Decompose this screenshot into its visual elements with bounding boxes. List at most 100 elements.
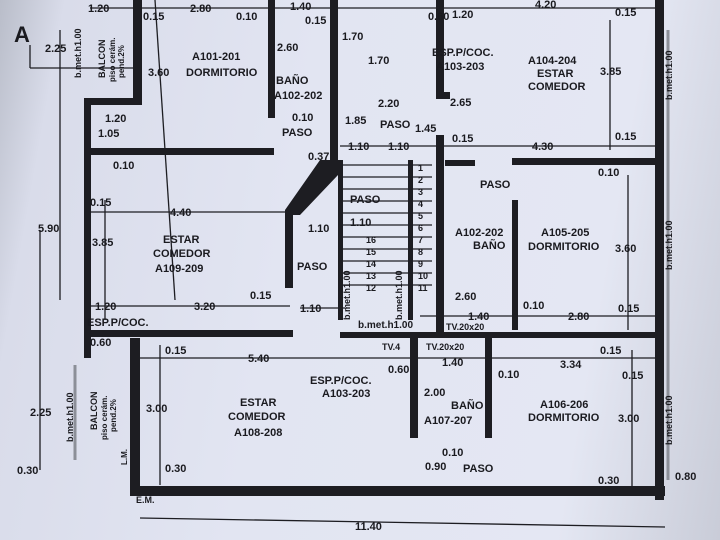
dimension: 1.10 [350, 217, 371, 229]
dimension: 1.20 [452, 9, 473, 21]
stair-step-number: 8 [418, 247, 423, 257]
room-code: A103-203 [322, 388, 370, 400]
room-name: ESP.P/COC. [432, 47, 494, 59]
note: b.met.h1.00 [664, 50, 674, 100]
room-name: COMEDOR [228, 411, 286, 423]
note: L.M. [120, 449, 129, 465]
dimension: 0.15 [305, 15, 326, 27]
dimension: 11.40 [355, 521, 382, 533]
dimension: 1.20 [95, 301, 116, 313]
room-name: ESP.P/COC. [310, 375, 372, 387]
dimension: 3.34 [560, 359, 582, 371]
room-name: PASO [480, 179, 511, 191]
north-marker: A [14, 22, 30, 47]
dimension: 3.60 [148, 67, 169, 79]
walls [84, 0, 665, 500]
stair-step-number: 14 [366, 259, 376, 269]
dimension: 0.15 [90, 197, 111, 209]
note: piso cerám. [100, 396, 109, 440]
dimension: 1.10 [300, 303, 321, 315]
note: BALCON [97, 40, 107, 79]
dimension: 1.05 [98, 128, 119, 140]
stair-step-number: 4 [418, 199, 423, 209]
room-name: COMEDOR [153, 248, 211, 260]
stair-step-number: 1 [418, 163, 423, 173]
dimension: 4.40 [170, 207, 191, 219]
dimension: 0.10 [598, 167, 619, 179]
dimension: 0.60 [388, 364, 409, 376]
dimension: 3.00 [146, 403, 167, 415]
room-name: PASO [350, 194, 381, 206]
room-code: A102-202 [274, 90, 322, 102]
dimension: 2.60 [277, 42, 298, 54]
stair-step-number: 7 [418, 235, 423, 245]
dimension: 1.40 [468, 311, 489, 323]
stair-step-number: 12 [366, 283, 376, 293]
note: E.M. [136, 495, 155, 505]
room-name: ESTAR [163, 234, 200, 246]
dimension: 1.40 [442, 357, 463, 369]
dimension: 3.85 [92, 237, 113, 249]
dimension: 1.20 [88, 3, 109, 15]
staircase [343, 164, 432, 286]
note: b.met.h1.00 [394, 270, 404, 320]
dimension: 0.15 [165, 345, 186, 357]
note: b.met.h1.00 [664, 220, 674, 270]
dimension: 3.60 [615, 243, 636, 255]
dimension: 0.10 [113, 160, 134, 172]
dimension: 2.20 [378, 98, 399, 110]
dimension: 3.85 [600, 66, 621, 78]
room-code: A109-209 [155, 263, 203, 275]
dimension: 0.15 [622, 370, 643, 382]
dimension: 0.15 [615, 131, 636, 143]
dimension: 0.90 [425, 461, 446, 473]
dimension: 2.60 [455, 291, 476, 303]
note: TV.20x20 [426, 342, 464, 352]
dimension: 2.80 [568, 311, 589, 323]
room-code: A107-207 [424, 415, 472, 427]
dimension: 0.10 [236, 11, 257, 23]
note: b.met.h1.00 [65, 392, 75, 442]
dimension: 0.10 [292, 112, 313, 124]
room-name: BAÑO [473, 239, 506, 252]
note: b.met.h1.00 [342, 270, 352, 320]
stair-step-number: 6 [418, 223, 423, 233]
dimension: 0.80 [675, 471, 696, 483]
stair-step-number: 15 [366, 247, 376, 257]
note: TV.20x20 [446, 322, 484, 332]
dimension: 0.15 [143, 11, 164, 23]
room-name: DORMITORIO [186, 67, 258, 79]
dimension: 1.40 [290, 1, 311, 13]
room-name: ESTAR [240, 397, 277, 409]
dimension: 1.10 [308, 223, 329, 235]
dimension: 0.15 [615, 7, 636, 19]
room-code: A106-206 [540, 399, 588, 411]
dimension: 4.30 [532, 141, 553, 153]
room-name: BAÑO [276, 74, 309, 87]
dimension: 2.00 [424, 387, 445, 399]
room-name: ESTAR [537, 68, 574, 80]
note: BALCON [89, 392, 99, 431]
note: pend.2% [117, 45, 126, 78]
dimension: 4.20 [535, 0, 556, 11]
stair-step-number: 10 [418, 271, 428, 281]
room-code: A103-203 [436, 61, 484, 73]
stair-step-number: 11 [418, 283, 428, 293]
dimension: 0.30 [165, 463, 186, 475]
room-code: A101-201 [192, 51, 240, 63]
room-name: PASO [380, 119, 411, 131]
dimension: 1.85 [345, 115, 366, 127]
stair-step-number: 3 [418, 187, 423, 197]
room-name: COMEDOR [528, 81, 586, 93]
dimension: 1.10 [348, 141, 369, 153]
dimension: 0.15 [600, 345, 621, 357]
dimension: 0.15 [250, 290, 271, 302]
note: pend.2% [109, 399, 118, 432]
room-name: DORMITORIO [528, 412, 600, 424]
stair-step-number: 13 [366, 271, 376, 281]
dimension: 5.90 [38, 223, 59, 235]
room-name: PASO [463, 463, 494, 475]
room-name: ESP.P/COC. [87, 317, 149, 329]
stair-step-number: 2 [418, 175, 423, 185]
